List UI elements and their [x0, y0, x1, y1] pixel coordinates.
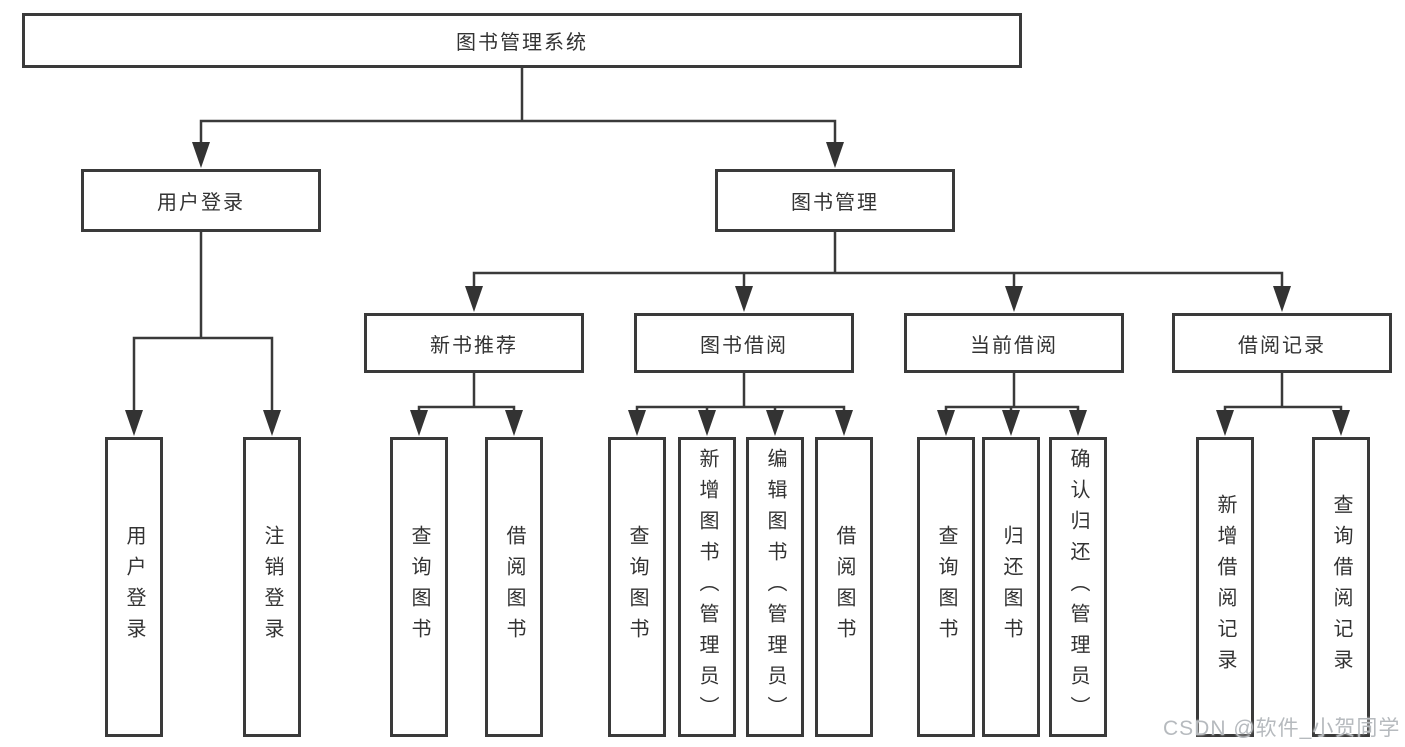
node-borrow-records: 借阅记录	[1172, 313, 1392, 373]
connector-current-borrow-children	[935, 371, 1089, 438]
node-book-borrowing-label: 图书借阅	[700, 334, 788, 357]
node-user-login-label: 用户登录	[157, 192, 245, 214]
leaf-query-book-newrec: 查询图书	[390, 437, 448, 737]
leaf-query-book-newrec-label: 查询图书	[408, 525, 430, 649]
node-user-login: 用户登录	[81, 169, 321, 232]
node-book-management-label: 图书管理	[791, 192, 879, 214]
leaf-add-borrow-record: 新增借阅记录	[1196, 437, 1254, 737]
node-borrow-records-label: 借阅记录	[1238, 334, 1326, 357]
connector-book-borrow-children	[626, 371, 855, 438]
leaf-query-borrow-record: 查询借阅记录	[1312, 437, 1370, 737]
node-root-system-label: 图书管理系统	[456, 32, 588, 54]
leaf-query-book-borrowing: 查询图书	[608, 437, 666, 737]
leaf-edit-book-admin-label: 编辑图书（管理员）	[764, 447, 786, 727]
node-current-borrowing: 当前借阅	[904, 313, 1124, 373]
leaf-borrow-book-newrec: 借阅图书	[485, 437, 543, 737]
connector-borrow-record-children	[1214, 371, 1352, 438]
leaf-borrow-book-label: 借阅图书	[833, 525, 855, 649]
csdn-watermark: CSDN @软件_小贺同学	[1163, 717, 1401, 740]
leaf-query-book-current-label: 查询图书	[935, 525, 957, 649]
leaf-borrow-book: 借阅图书	[815, 437, 873, 737]
connector-new-book-rec-children	[408, 371, 525, 438]
leaf-borrow-book-newrec-label: 借阅图书	[503, 525, 525, 649]
leaf-query-book-current: 查询图书	[917, 437, 975, 737]
leaf-return-book: 归还图书	[982, 437, 1040, 737]
leaf-user-login: 用户登录	[105, 437, 163, 737]
node-root-system: 图书管理系统	[22, 13, 1022, 68]
leaf-confirm-return-admin-label: 确认归还（管理员）	[1067, 447, 1089, 727]
leaf-edit-book-admin: 编辑图书（管理员）	[746, 437, 804, 737]
node-new-book-recommend: 新书推荐	[364, 313, 584, 373]
leaf-logout: 注销登录	[243, 437, 301, 737]
connector-book-mgmt-to-level3	[463, 230, 1293, 314]
node-book-management: 图书管理	[715, 169, 955, 232]
connector-root-to-level2	[190, 66, 846, 170]
node-book-borrowing: 图书借阅	[634, 313, 854, 373]
node-new-book-recommend-label: 新书推荐	[430, 334, 518, 357]
leaf-query-book-borrowing-label: 查询图书	[626, 525, 648, 649]
leaf-user-login-label: 用户登录	[123, 525, 145, 649]
leaf-add-borrow-record-label: 新增借阅记录	[1214, 494, 1236, 680]
leaf-add-book-admin: 新增图书（管理员）	[678, 437, 736, 737]
leaf-logout-label: 注销登录	[261, 525, 283, 649]
leaf-query-borrow-record-label: 查询借阅记录	[1330, 494, 1352, 680]
leaf-confirm-return-admin: 确认归还（管理员）	[1049, 437, 1107, 737]
connector-user-login-children	[123, 230, 283, 438]
leaf-return-book-label: 归还图书	[1000, 525, 1022, 649]
leaf-add-book-admin-label: 新增图书（管理员）	[696, 447, 718, 727]
node-current-borrowing-label: 当前借阅	[970, 334, 1058, 357]
